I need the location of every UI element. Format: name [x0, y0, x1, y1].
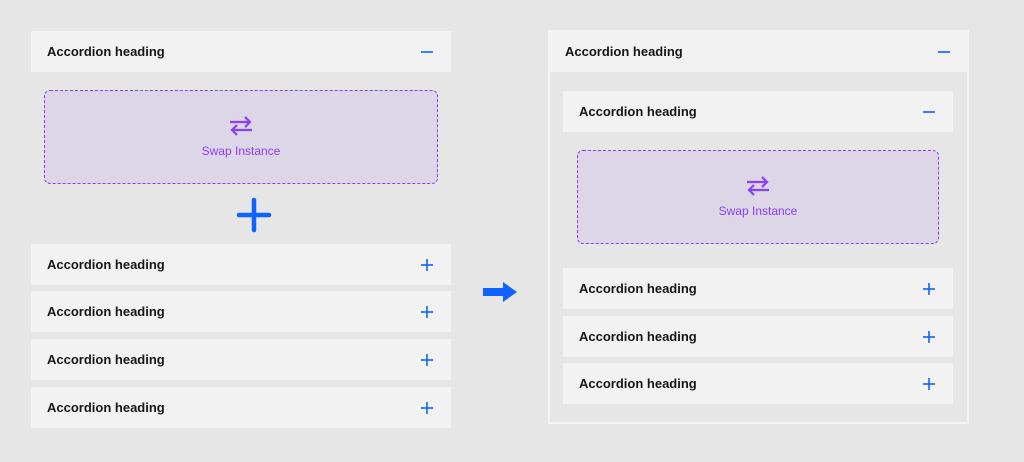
swap-arrows-icon — [747, 176, 769, 196]
nested-accordion-header-expanded[interactable]: Accordion heading — [563, 91, 953, 132]
accordion-heading: Accordion heading — [47, 44, 165, 59]
swap-instance-slot[interactable]: Swap Instance — [44, 90, 438, 184]
plus-icon[interactable] — [419, 304, 435, 320]
plus-icon[interactable] — [921, 281, 937, 297]
accordion-header-collapsed[interactable]: Accordion heading — [31, 244, 451, 285]
swap-instance-label: Swap Instance — [718, 204, 798, 218]
plus-icon[interactable] — [921, 329, 937, 345]
accordion-heading: Accordion heading — [47, 352, 165, 367]
nested-accordion-header-collapsed[interactable]: Accordion heading — [563, 316, 953, 357]
accordion-heading: Accordion heading — [47, 400, 165, 415]
accordion-heading: Accordion heading — [579, 104, 697, 119]
nested-accordion-header-collapsed[interactable]: Accordion heading — [563, 268, 953, 309]
swap-instance-slot[interactable]: Swap Instance — [577, 150, 939, 244]
minus-icon[interactable] — [921, 104, 937, 120]
plus-icon[interactable] — [419, 352, 435, 368]
plus-icon — [236, 197, 272, 233]
accordion-header-collapsed[interactable]: Accordion heading — [31, 387, 451, 428]
accordion-heading: Accordion heading — [565, 44, 683, 59]
arrow-right-icon — [483, 282, 517, 302]
minus-icon[interactable] — [419, 44, 435, 60]
plus-icon[interactable] — [419, 400, 435, 416]
accordion-heading: Accordion heading — [47, 304, 165, 319]
plus-icon[interactable] — [419, 257, 435, 273]
accordion-heading: Accordion heading — [579, 329, 697, 344]
accordion-heading: Accordion heading — [579, 281, 697, 296]
accordion-heading: Accordion heading — [47, 257, 165, 272]
minus-icon[interactable] — [936, 44, 952, 60]
swap-instance-label: Swap Instance — [201, 144, 281, 158]
nested-accordion-header-collapsed[interactable]: Accordion heading — [563, 363, 953, 404]
accordion-heading: Accordion heading — [579, 376, 697, 391]
accordion-header-expanded[interactable]: Accordion heading — [31, 31, 451, 72]
swap-arrows-icon — [230, 116, 252, 136]
plus-icon[interactable] — [921, 376, 937, 392]
accordion-header-collapsed[interactable]: Accordion heading — [31, 291, 451, 332]
accordion-header-expanded[interactable]: Accordion heading — [549, 31, 968, 72]
accordion-header-collapsed[interactable]: Accordion heading — [31, 339, 451, 380]
